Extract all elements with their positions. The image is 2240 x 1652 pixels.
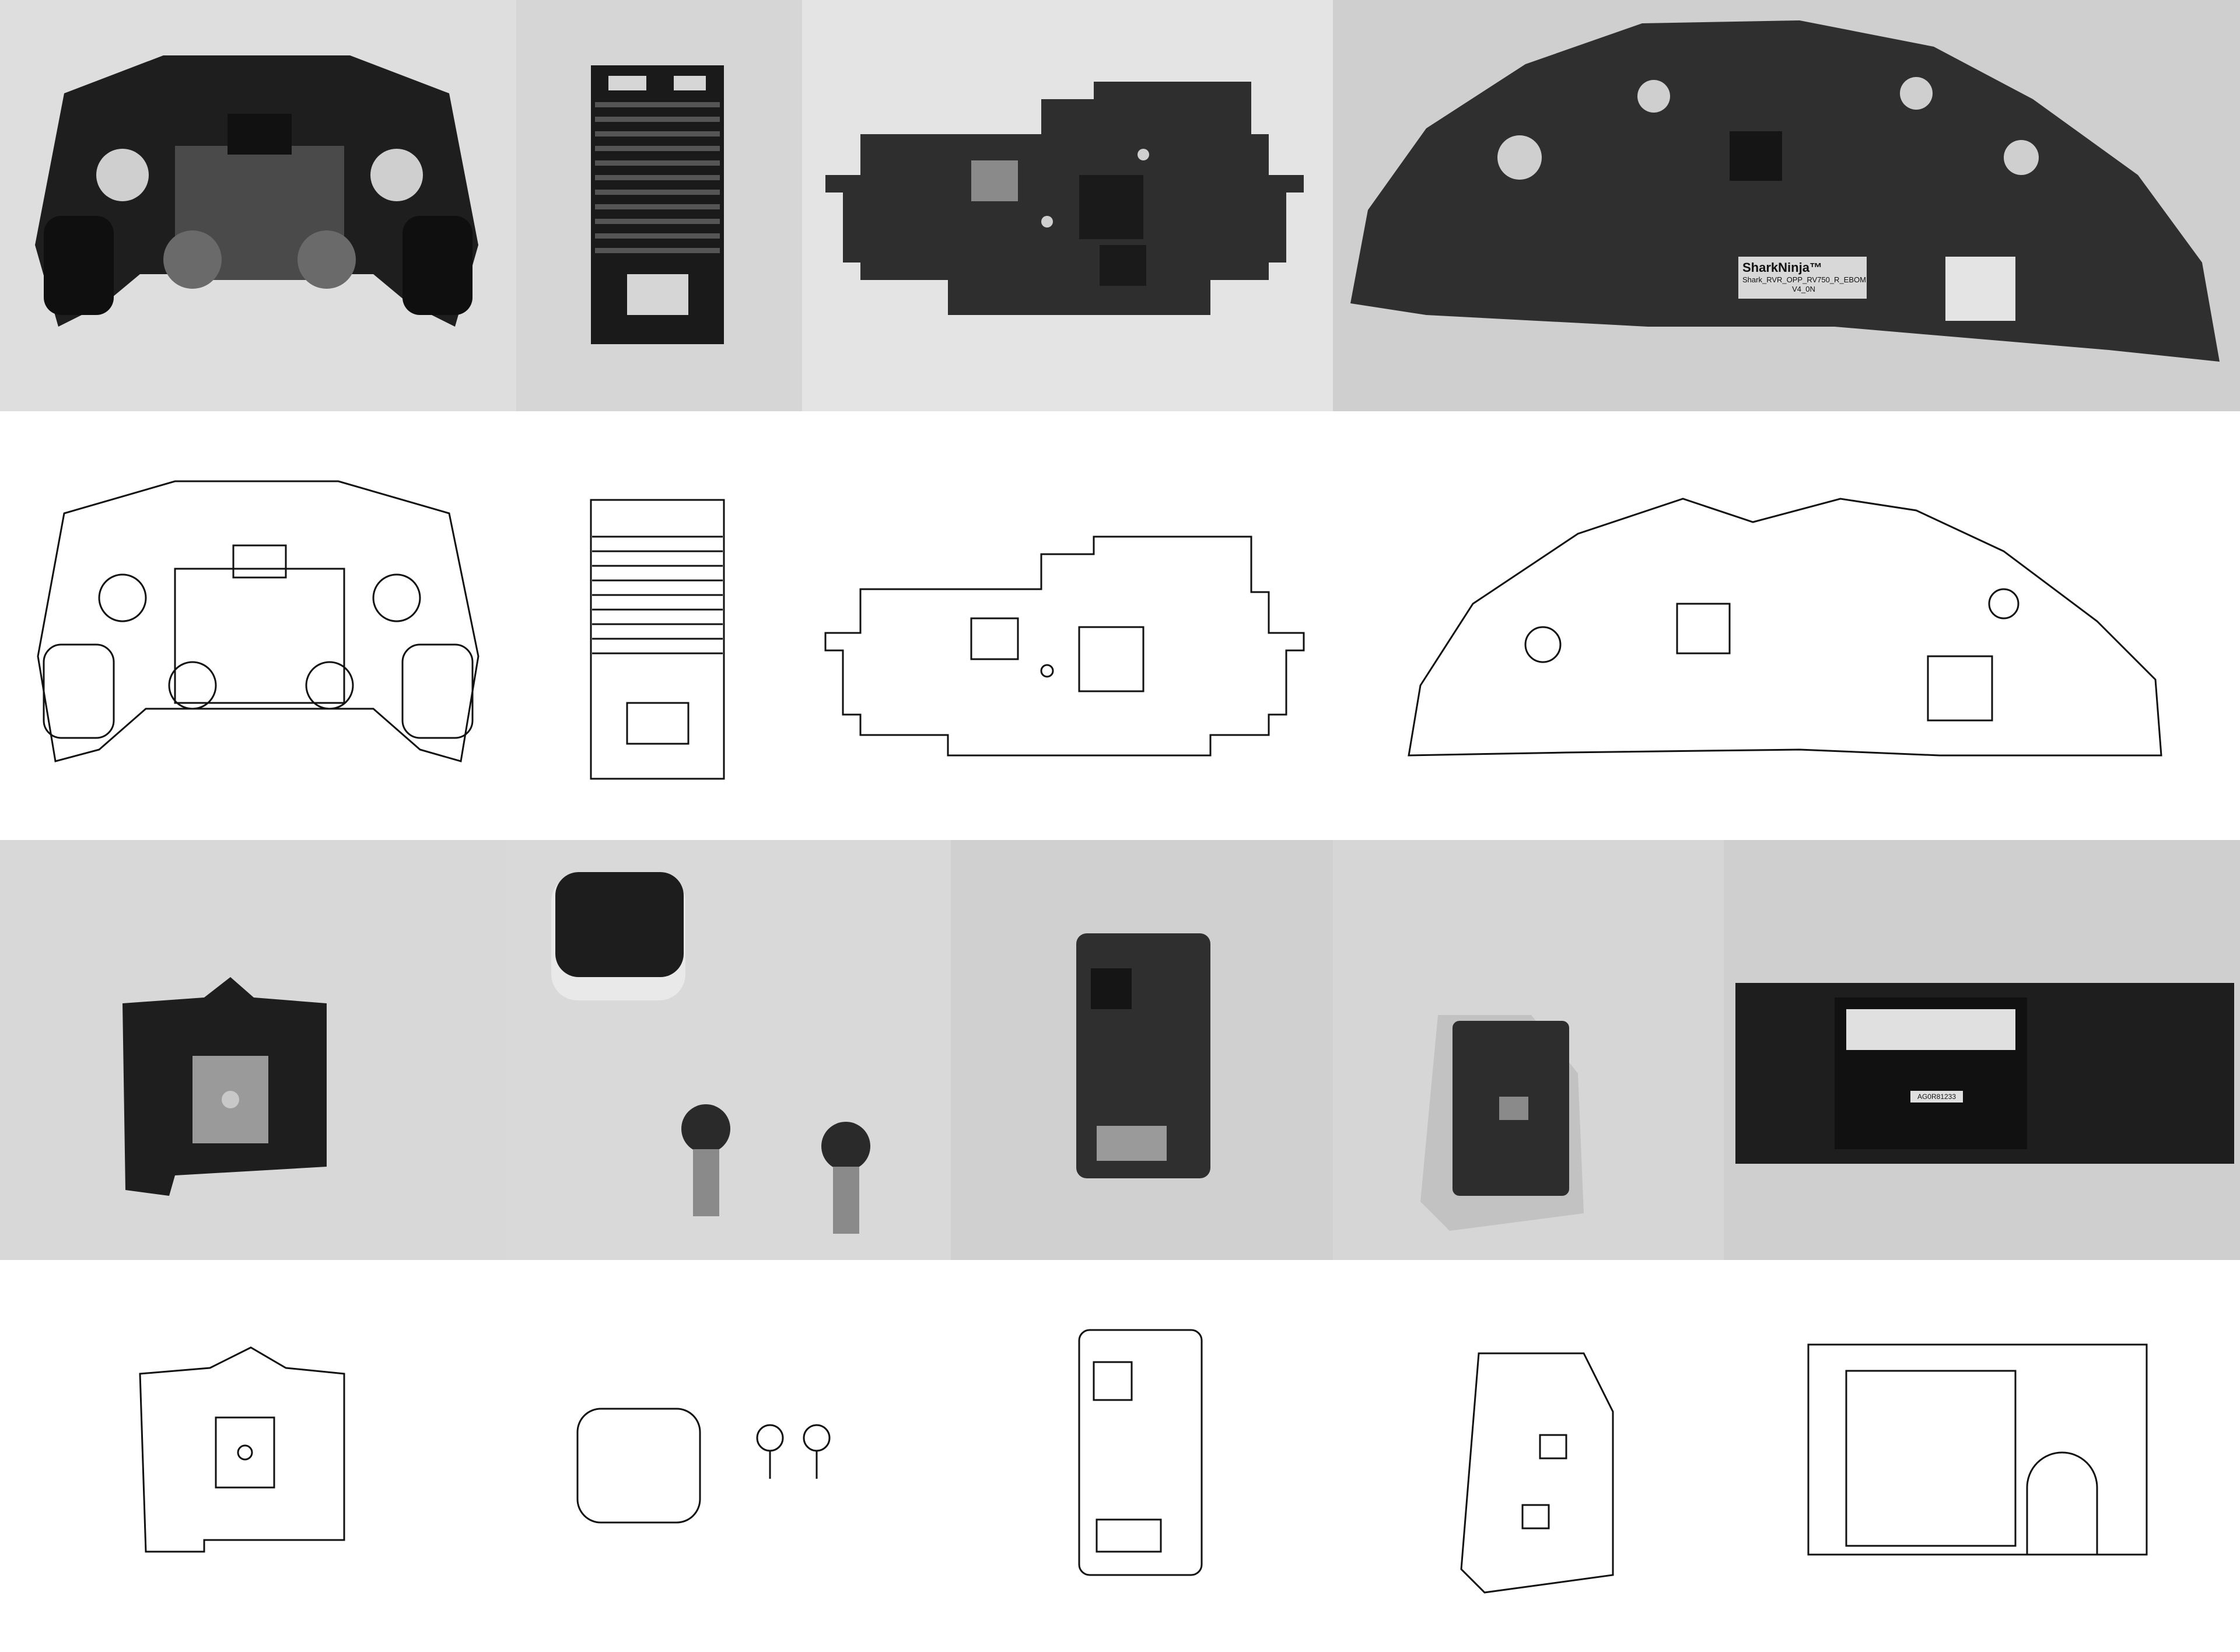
sketch-pcb-board (802, 411, 1333, 785)
shark-board-code-text: Shark_RVR_OPP_RV750_R_EBOM (1742, 275, 1866, 284)
photo-controller-frame (0, 0, 516, 411)
sketch-bracket-module (0, 1260, 508, 1652)
photo-heatsink (516, 0, 802, 411)
photo-watch-and-joysticks (508, 840, 951, 1260)
photo-pcb-board (802, 0, 1333, 411)
sketch-controller-frame (0, 411, 516, 785)
sketch-watch-and-joysticks (508, 1260, 951, 1652)
photo-small-pcb (951, 840, 1333, 1260)
photo-remote-pcb (1333, 840, 1724, 1260)
battery-serial-text: AG0R81233 (1917, 1093, 1957, 1101)
photo-shark-robot-pcb: SharkNinja™ Shark_RVR_OPP_RV750_R_EBOM V… (1333, 0, 2240, 411)
photo-console-battery: AG0R81233 (1724, 840, 2240, 1260)
shark-board-rev-text: V4_0N (1792, 285, 1815, 293)
sketch-heatsink (516, 411, 802, 785)
shark-board-label: SharkNinja™ Shark_RVR_OPP_RV750_R_EBOM V… (1742, 260, 1866, 294)
shark-brand-text: SharkNinja™ (1742, 260, 1822, 275)
sketch-console-battery (1724, 1260, 2240, 1652)
sketch-shark-robot-pcb (1333, 411, 2240, 785)
sketch-small-pcb (951, 1260, 1333, 1652)
sketch-remote-pcb (1333, 1260, 1724, 1652)
photo-bracket-module (0, 840, 508, 1260)
